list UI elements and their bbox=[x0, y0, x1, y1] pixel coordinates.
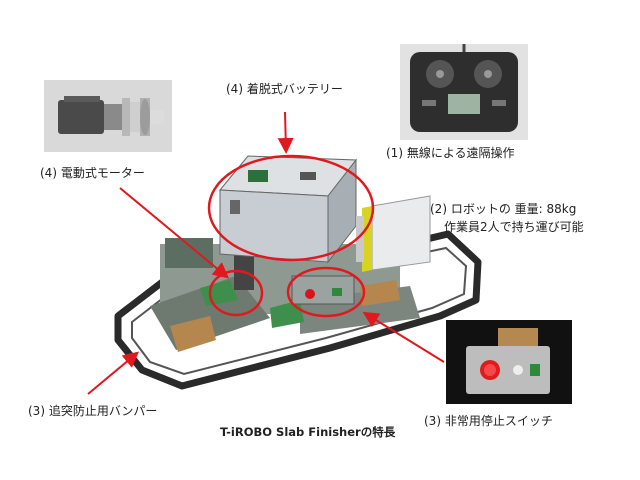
motor-photo bbox=[44, 80, 172, 152]
motor-highlight bbox=[208, 269, 264, 317]
emergency-label: (3) 非常用停止スイッチ bbox=[424, 414, 553, 428]
motor-arrow bbox=[119, 187, 230, 279]
switch-arrow bbox=[362, 311, 445, 363]
bumper-arrow bbox=[87, 351, 140, 395]
battery-highlight bbox=[207, 154, 375, 262]
weight-label-line1: (2) ロボットの 重量: 88kg bbox=[430, 202, 577, 216]
battery-label: (4) 着脱式バッテリー bbox=[226, 82, 343, 96]
switch-highlight bbox=[286, 266, 366, 318]
motor-label: (4) 電動式モーター bbox=[40, 166, 145, 180]
remote-controller-photo bbox=[400, 44, 528, 140]
remote-label: (1) 無線による遠隔操作 bbox=[386, 146, 515, 160]
figure-caption: T-iROBO Slab Finisherの特長 bbox=[220, 425, 396, 439]
battery-arrow bbox=[277, 111, 294, 154]
emergency-switch-photo bbox=[446, 320, 572, 404]
weight-label-line2: 作業員2人で持ち運び可能 bbox=[444, 220, 584, 234]
bumper-label: (3) 追突防止用バンパー bbox=[28, 404, 158, 418]
